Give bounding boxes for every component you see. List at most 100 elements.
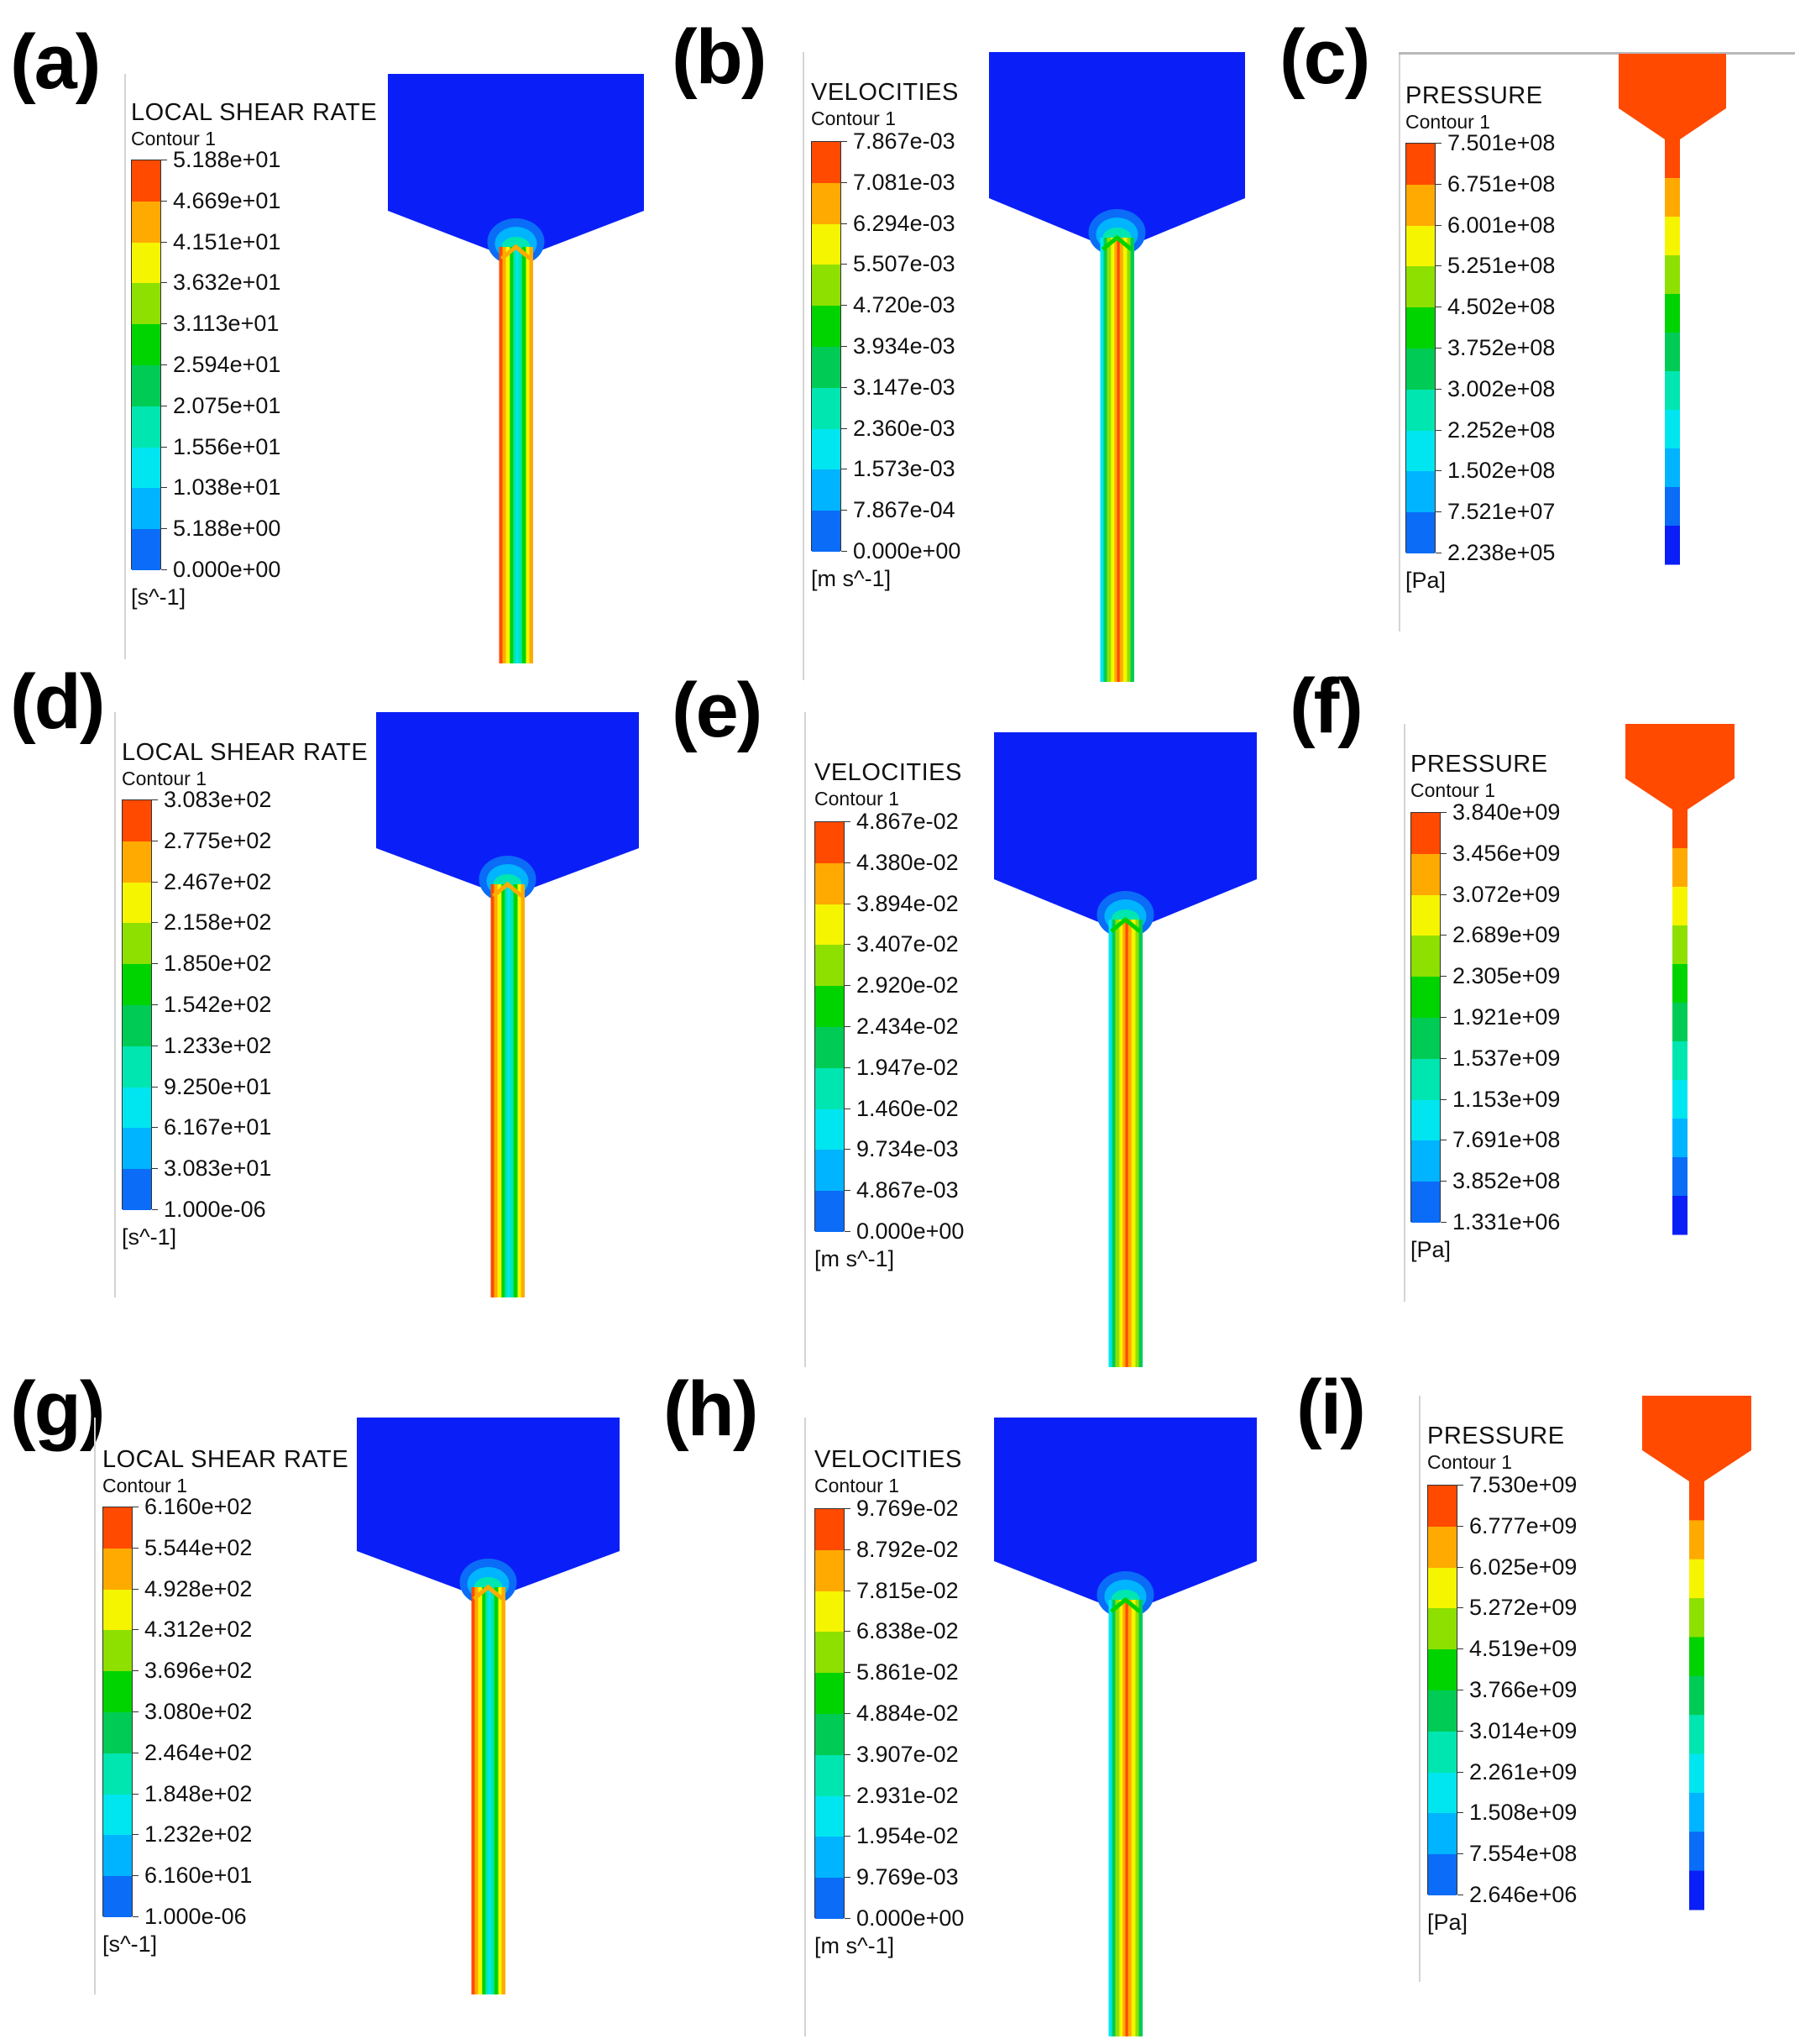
legend-tick bbox=[845, 1795, 850, 1796]
legend-swatch bbox=[132, 283, 160, 325]
legend-tick bbox=[161, 200, 167, 202]
legend-tick bbox=[845, 944, 850, 946]
legend-swatch bbox=[132, 242, 160, 284]
legend-tick bbox=[845, 1753, 850, 1755]
legend-swatch bbox=[123, 1046, 151, 1088]
frame-border bbox=[124, 74, 126, 659]
legend-unit: [m s^-1] bbox=[814, 1246, 895, 1271]
nozzle-band bbox=[499, 247, 503, 663]
nozzle-band bbox=[1111, 238, 1115, 682]
legend-tick-label: 2.434e-02 bbox=[856, 1014, 959, 1039]
legend-tick bbox=[133, 1711, 139, 1712]
legend-swatch bbox=[812, 428, 840, 470]
legend-unit: [s^-1] bbox=[102, 1931, 158, 1957]
legend-tick bbox=[841, 264, 847, 265]
legend-tick-label: 5.188e+01 bbox=[173, 147, 281, 172]
panel-letter: (a) bbox=[10, 19, 101, 105]
legend-color-bar bbox=[814, 821, 845, 1233]
nozzle-band bbox=[1108, 920, 1112, 1367]
panel-letter: (d) bbox=[10, 659, 105, 745]
legend-tick bbox=[133, 1670, 139, 1672]
legend-tick bbox=[1441, 1098, 1447, 1100]
legend-tick-label: 4.928e+02 bbox=[144, 1575, 253, 1601]
nozzle-band bbox=[490, 884, 494, 1297]
legend-tick bbox=[1436, 143, 1442, 144]
legend-unit: [s^-1] bbox=[131, 584, 186, 610]
legend-swatch bbox=[123, 1087, 151, 1129]
nozzle-band bbox=[1135, 920, 1139, 1367]
legend-swatch bbox=[815, 1591, 844, 1633]
legend-tick-label: 1.331e+06 bbox=[1452, 1209, 1561, 1234]
legend-color-bar bbox=[1427, 1485, 1457, 1896]
nozzle-band bbox=[1689, 1870, 1704, 1910]
legend-tick-label: 7.867e-04 bbox=[853, 497, 955, 523]
legend-swatch bbox=[123, 1128, 151, 1170]
legend-tick-label: 1.850e+02 bbox=[164, 951, 272, 977]
nozzle-band bbox=[1665, 410, 1680, 449]
reservoir bbox=[994, 1418, 1257, 1606]
legend-tick-label: 7.501e+08 bbox=[1447, 130, 1556, 155]
panel-letter: (c) bbox=[1279, 14, 1370, 100]
legend-tick bbox=[152, 1004, 158, 1005]
legend-tick-label: 7.815e-02 bbox=[856, 1577, 959, 1603]
legend-swatch bbox=[815, 1795, 844, 1837]
nozzle-band bbox=[1122, 920, 1126, 1367]
legend-tick-label: 1.573e-03 bbox=[853, 456, 955, 482]
legend-color-bar bbox=[811, 141, 841, 553]
legend-tick-label: 2.467e+02 bbox=[164, 868, 272, 894]
legend-tick bbox=[845, 1713, 850, 1714]
legend-tick-label: 1.542e+02 bbox=[164, 992, 272, 1017]
legend-tick bbox=[841, 427, 847, 429]
legend-subtitle: Contour 1 bbox=[1410, 779, 1496, 801]
legend-tick-label: 6.838e-02 bbox=[856, 1618, 959, 1644]
legend-title: LOCAL SHEAR RATE bbox=[122, 739, 369, 766]
nozzle-band bbox=[1689, 1715, 1704, 1755]
legend-tick-label: 1.508e+09 bbox=[1469, 1800, 1578, 1826]
frame-border bbox=[804, 712, 806, 1367]
legend-tick bbox=[1441, 1057, 1447, 1059]
legend-tick bbox=[161, 569, 167, 570]
legend-swatch bbox=[1428, 1649, 1457, 1691]
legend-tick-label: 7.521e+07 bbox=[1447, 499, 1556, 525]
legend-tick bbox=[133, 1916, 139, 1917]
legend-tick bbox=[845, 1631, 850, 1633]
legend-tick-label: 2.931e-02 bbox=[856, 1782, 959, 1808]
velocity-contour-geometry bbox=[994, 1418, 1257, 2036]
nozzle-band bbox=[1115, 1600, 1120, 2036]
legend-swatch bbox=[815, 1632, 844, 1674]
legend-tick-label: 1.153e+09 bbox=[1452, 1086, 1561, 1112]
nozzle-band bbox=[529, 247, 533, 663]
legend-swatch bbox=[815, 986, 844, 1028]
legend-swatch bbox=[123, 964, 151, 1006]
nozzle-band bbox=[1689, 1481, 1704, 1521]
reservoir bbox=[1619, 54, 1726, 139]
nozzle-band bbox=[482, 1587, 486, 1994]
legend-tick bbox=[152, 922, 158, 924]
pressure-contour-geometry bbox=[1619, 54, 1726, 565]
legend-tick-label: 2.594e+01 bbox=[173, 352, 281, 377]
legend-tick bbox=[845, 1190, 850, 1192]
nozzle-band bbox=[494, 1587, 499, 1994]
legend-tick-label: 9.769e-02 bbox=[856, 1496, 959, 1521]
legend-tick-label: 1.921e+09 bbox=[1452, 1004, 1561, 1030]
nozzle-band bbox=[505, 884, 508, 1297]
nozzle-band bbox=[1127, 238, 1131, 682]
legend-tick bbox=[845, 985, 850, 987]
nozzle-band bbox=[485, 1587, 489, 1994]
nozzle-band bbox=[1665, 371, 1680, 411]
legend-tick bbox=[161, 241, 167, 243]
legend-swatch bbox=[1428, 1731, 1457, 1774]
legend-tick-label: 7.530e+09 bbox=[1469, 1472, 1578, 1497]
legend-tick-label: 2.075e+01 bbox=[173, 392, 281, 418]
legend-tick-label: 3.766e+09 bbox=[1469, 1677, 1578, 1702]
nozzle-band bbox=[1119, 238, 1124, 682]
legend-color-bar bbox=[814, 1508, 845, 1920]
legend-swatch bbox=[132, 488, 160, 530]
legend-tick-label: 2.775e+02 bbox=[164, 827, 272, 853]
legend-swatch bbox=[815, 1191, 844, 1233]
legend-swatch bbox=[103, 1794, 132, 1836]
nozzle-band bbox=[498, 1587, 502, 1994]
legend-tick-label: 6.777e+09 bbox=[1469, 1512, 1578, 1538]
legend-unit: [Pa] bbox=[1405, 568, 1447, 593]
legend-swatch bbox=[132, 160, 160, 202]
